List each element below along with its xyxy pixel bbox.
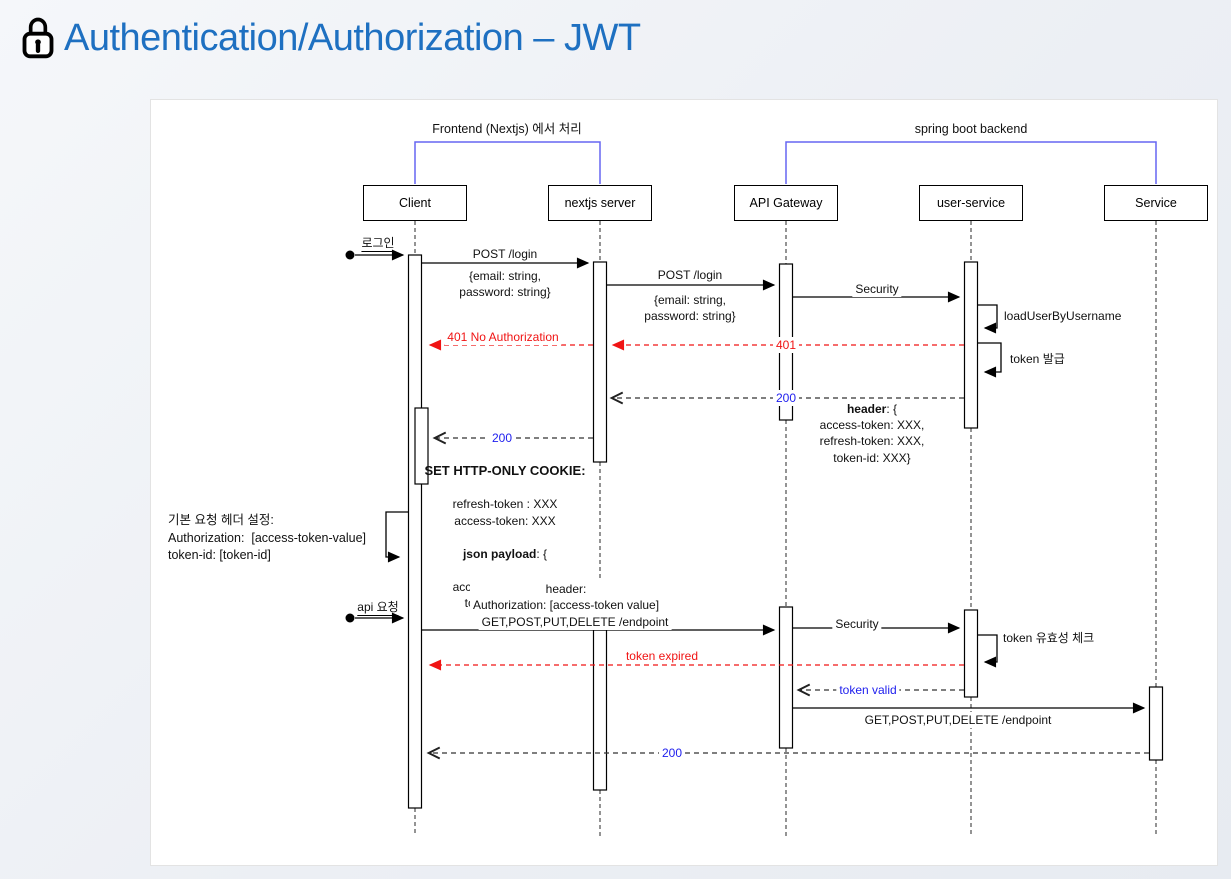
msg-load-user-by-username: loadUserByUsername (1001, 308, 1125, 325)
note-response-header-bold: header (846, 402, 887, 416)
msg-401: 401 (772, 337, 800, 354)
msg-get-endpoint-1: GET,POST,PUT,DELETE /endpoint (478, 614, 672, 631)
msg-token-validity-check: token 유효성 체크 (1000, 630, 1098, 647)
lifeline-nextjs-server: nextjs server (548, 185, 652, 221)
lifeline-client: Client (363, 185, 467, 221)
note-response-header: header: { access-token: XXX, refresh-tok… (820, 401, 925, 482)
msg-token-issue: token 발급 (1007, 351, 1068, 368)
note-json-payload-rest: : { (536, 546, 548, 561)
group-label-frontend: Frontend (Nextjs) 에서 처리 (432, 122, 582, 136)
diagram-panel (150, 99, 1218, 866)
msg-200-front: 200 (488, 430, 516, 447)
lifeline-user-service-label: user-service (936, 196, 1006, 210)
page-title: Authentication/Authorization – JWT (64, 16, 641, 59)
msg-api-request-text: api 요청 (357, 600, 399, 616)
lifeline-client-label: Client (399, 196, 431, 210)
msg-200-backend: 200 (772, 390, 800, 407)
msg-login-trigger: 로그인 (361, 235, 395, 252)
lifeline-user-service: user-service (919, 185, 1023, 221)
msg-token-valid: token valid (836, 682, 900, 699)
note-response-header-body: access-token: XXX, refresh-token: XXX, t… (819, 418, 925, 465)
lifeline-service-label: Service (1135, 196, 1177, 210)
msg-post-login-2-body: {email: string, password: string} (641, 292, 739, 325)
lock-icon (18, 16, 58, 60)
note-set-cookie-lines: refresh-token : XXX access-token: XXX (452, 497, 558, 528)
msg-get-endpoint-2: GET,POST,PUT,DELETE /endpoint (861, 712, 1055, 729)
lifeline-api-gateway: API Gateway (734, 185, 838, 221)
page-header: Authentication/Authorization – JWT (18, 16, 641, 60)
msg-200-final: 200 (658, 745, 686, 762)
note-set-cookie-title: SET HTTP-ONLY COOKIE: (424, 462, 586, 478)
note-request-header: header: Authorization: [access-token val… (469, 581, 663, 614)
msg-post-login-2: POST /login (654, 267, 726, 284)
note-response-header-rest: : { (886, 402, 898, 416)
msg-401-no-authorization: 401 No Authorization (444, 329, 562, 346)
msg-security-1: Security (852, 281, 902, 298)
msg-post-login-1-body: {email: string, password: string} (456, 268, 554, 301)
msg-token-expired: token expired (622, 648, 702, 665)
lifeline-nextjs-server-label: nextjs server (564, 196, 636, 210)
msg-post-login-1: POST /login (469, 246, 541, 263)
lifeline-service: Service (1104, 185, 1208, 221)
msg-api-request: api 요청 (357, 599, 399, 616)
lifeline-api-gateway-label: API Gateway (749, 196, 823, 210)
msg-security-2: Security (832, 616, 882, 633)
note-json-payload-line: json payload: { (424, 546, 585, 563)
note-json-payload-bold: json payload (462, 546, 537, 561)
note-default-request-header: 기본 요청 헤더 설정: Authorization: [access-toke… (162, 509, 373, 568)
group-label-backend: spring boot backend (914, 122, 1028, 136)
msg-login-trigger-text: 로그인 (361, 236, 395, 252)
